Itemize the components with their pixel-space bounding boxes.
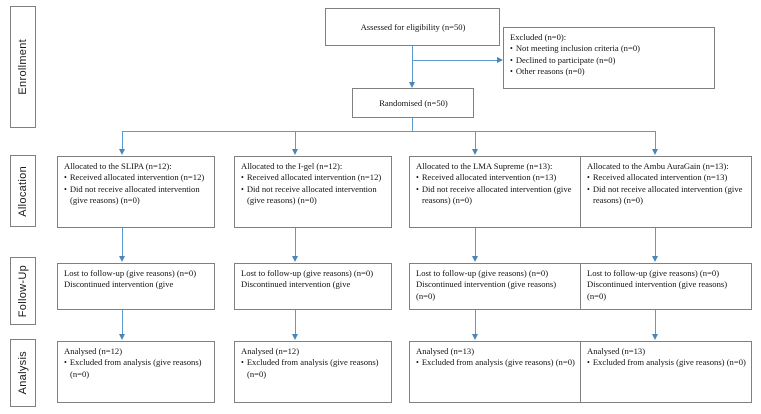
analysis-bullet: Excluded from analysis (give reasons) (n… — [587, 357, 746, 368]
allocation-bullet: Did not receive allocated intervention (… — [587, 184, 746, 207]
analysis-heading: Analysed (n=13) — [416, 346, 475, 356]
arrowhead-analysis-arm-2 — [292, 334, 298, 340]
stage-label-enrollment-text: Enrollment — [17, 39, 29, 95]
connector-drop-arm-2 — [295, 131, 296, 149]
connector-alloc-to-fu-arm-3 — [475, 228, 476, 256]
arrowhead-allocation-arm-4 — [652, 149, 658, 155]
stage-label-allocation: Allocation — [10, 155, 36, 227]
arrowhead-followup-arm-3 — [472, 256, 478, 262]
connector-randomised-down — [412, 118, 413, 131]
analysis-bullet: Excluded from analysis (give reasons) (n… — [241, 357, 386, 380]
connector-fu-to-analysis-arm-3 — [475, 310, 476, 334]
node-analysis-arm-4: Analysed (n=13) Excluded from analysis (… — [580, 341, 752, 403]
connector-drop-arm-4 — [655, 131, 656, 149]
node-analysis-arm-2: Analysed (n=12) Excluded from analysis (… — [234, 341, 392, 403]
allocation-bullet: Received allocated intervention (n=12) — [64, 172, 209, 183]
connector-drop-arm-1 — [122, 131, 123, 149]
arrowhead-allocation-arm-1 — [119, 149, 125, 155]
node-excluded: Excluded (n=0): Not meeting inclusion cr… — [503, 27, 715, 89]
node-randomised: Randomised (n=50) — [352, 88, 474, 118]
arrowhead-followup-arm-1 — [119, 256, 125, 262]
excluded-reason: Other reasons (n=0) — [510, 66, 709, 77]
connector-fu-to-analysis-arm-4 — [655, 310, 656, 334]
connector-drop-arm-3 — [475, 131, 476, 149]
node-assessed-for-eligibility: Assessed for eligibility (n=50) — [325, 8, 500, 46]
followup-line: Discontinued intervention (give reasons)… — [416, 279, 557, 301]
allocation-bullet: Received allocated intervention (n=12) — [241, 172, 386, 183]
connector-alloc-to-fu-arm-1 — [122, 228, 123, 256]
arrowhead-randomised — [409, 82, 415, 88]
connector-alloc-to-fu-arm-4 — [655, 228, 656, 256]
allocation-heading: Allocated to the SLIPA (n=12): — [64, 161, 172, 171]
allocation-bullet: Did not receive allocated intervention (… — [241, 184, 386, 207]
node-allocation-arm-1: Allocated to the SLIPA (n=12): Received … — [57, 156, 215, 228]
allocation-bullet: Received allocated intervention (n=13) — [416, 172, 575, 183]
followup-line: Discontinued intervention (give reasons)… — [587, 279, 728, 301]
arrowhead-analysis-arm-3 — [472, 334, 478, 340]
node-followup-arm-4: Lost to follow-up (give reasons) (n=0) D… — [580, 263, 752, 310]
connector-assessed-to-randomised — [412, 46, 413, 82]
connector-allocation-distribution-bar — [122, 131, 656, 132]
connector-alloc-to-fu-arm-2 — [295, 228, 296, 256]
allocation-bullet: Received allocated intervention (n=13) — [587, 172, 746, 183]
arrowhead-analysis-arm-4 — [652, 334, 658, 340]
arrowhead-excluded — [497, 57, 503, 63]
excluded-reason: Declined to participate (n=0) — [510, 55, 709, 66]
connector-assessed-to-excluded — [412, 60, 497, 61]
analysis-bullet: Excluded from analysis (give reasons) (n… — [416, 357, 575, 368]
stage-label-analysis: Analysis — [10, 339, 36, 407]
followup-line: Discontinued intervention (give — [64, 279, 174, 290]
stage-label-enrollment: Enrollment — [10, 6, 36, 128]
arrowhead-allocation-arm-3 — [472, 149, 478, 155]
followup-line: Lost to follow-up (give reasons) (n=0) — [416, 268, 549, 278]
arrowhead-allocation-arm-2 — [292, 149, 298, 155]
allocation-bullet: Did not receive allocated intervention (… — [64, 184, 209, 207]
node-analysis-arm-1: Analysed (n=12) Excluded from analysis (… — [57, 341, 215, 403]
node-allocation-arm-3: Allocated to the LMA Supreme (n=13): Rec… — [409, 156, 581, 228]
assessed-text: Assessed for eligibility (n=50) — [360, 21, 466, 32]
analysis-bullet: Excluded from analysis (give reasons) (n… — [64, 357, 209, 380]
arrowhead-analysis-arm-1 — [119, 334, 125, 340]
node-analysis-arm-3: Analysed (n=13) Excluded from analysis (… — [409, 341, 581, 403]
allocation-heading: Allocated to the LMA Supreme (n=13): — [416, 161, 553, 171]
stage-label-allocation-text: Allocation — [17, 165, 29, 217]
analysis-heading: Analysed (n=13) — [587, 346, 646, 356]
followup-line: Lost to follow-up (give reasons) (n=0) — [64, 268, 197, 278]
stage-label-followup: Follow-Up — [10, 257, 36, 325]
excluded-reason: Not meeting inclusion criteria (n=0) — [510, 43, 709, 54]
node-followup-arm-1: Lost to follow-up (give reasons) (n=0) D… — [57, 263, 215, 310]
stage-label-analysis-text: Analysis — [17, 351, 29, 395]
connector-fu-to-analysis-arm-1 — [122, 310, 123, 334]
arrowhead-followup-arm-4 — [652, 256, 658, 262]
stage-label-followup-text: Follow-Up — [17, 264, 29, 318]
analysis-heading: Analysed (n=12) — [64, 346, 123, 356]
arrowhead-followup-arm-2 — [292, 256, 298, 262]
node-followup-arm-3: Lost to follow-up (give reasons) (n=0) D… — [409, 263, 581, 310]
connector-fu-to-analysis-arm-2 — [295, 310, 296, 334]
randomised-text: Randomised (n=50) — [379, 97, 448, 108]
allocation-heading: Allocated to the I-gel (n=12): — [241, 161, 343, 171]
node-followup-arm-2: Lost to follow-up (give reasons) (n=0) D… — [234, 263, 392, 310]
followup-line: Lost to follow-up (give reasons) (n=0) — [587, 268, 720, 278]
allocation-bullet: Did not receive allocated intervention (… — [416, 184, 575, 207]
followup-line: Lost to follow-up (give reasons) (n=0) — [241, 268, 374, 278]
node-allocation-arm-2: Allocated to the I-gel (n=12): Received … — [234, 156, 392, 228]
node-allocation-arm-4: Allocated to the Ambu AuraGain (n=13): R… — [580, 156, 752, 228]
followup-line: Discontinued intervention (give — [241, 279, 351, 290]
analysis-heading: Analysed (n=12) — [241, 346, 300, 356]
allocation-heading: Allocated to the Ambu AuraGain (n=13): — [587, 161, 729, 171]
excluded-heading: Excluded (n=0): — [510, 32, 567, 42]
